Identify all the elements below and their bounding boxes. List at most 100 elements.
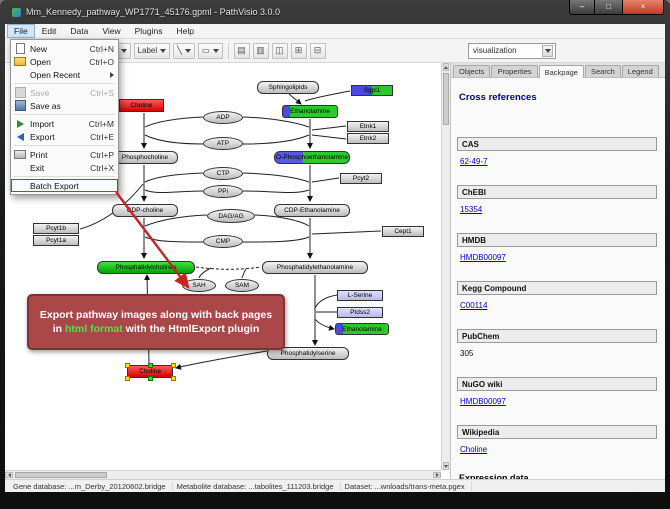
pathway-node-cept1[interactable]: Cept1 (382, 226, 424, 237)
menubar-item-help[interactable]: Help (176, 26, 194, 36)
scroll-down-icon[interactable] (443, 462, 449, 470)
app-icon (12, 7, 21, 17)
pathway-node-ctp[interactable]: CTP (203, 167, 243, 180)
menubar-item-file[interactable]: File (7, 24, 35, 38)
menubar-item-data[interactable]: Data (70, 26, 89, 36)
window-title: Mm_Kennedy_pathway_WP1771_45176.gpml - P… (26, 7, 280, 17)
xref-header-nugo-wiki: NuGO wiki (457, 377, 657, 391)
pathway-node-sgpl1[interactable]: Sgpl1 (351, 85, 393, 96)
scroll-up-icon[interactable] (443, 63, 449, 71)
xref-header-pubchem: PubChem (457, 329, 657, 343)
xref-section-hmdb: HMDB HMDB00097 (457, 233, 657, 265)
xref-header-hmdb: HMDB (457, 233, 657, 247)
pathway-node-cmp[interactable]: CMP (203, 235, 243, 248)
vertical-scroll-thumb[interactable] (443, 73, 449, 125)
align-horizontal-button[interactable]: ▤ (233, 42, 250, 59)
pathway-node-choline[interactable]: Choline (125, 363, 176, 381)
pathway-node-pcyt2[interactable]: Pcyt2 (340, 173, 382, 184)
tab-legend[interactable]: Legend (621, 65, 659, 77)
menubar-item-plugins[interactable]: Plugins (134, 26, 163, 36)
selection-handle[interactable] (125, 363, 130, 368)
xref-value-wikipedia[interactable]: Choline (460, 445, 488, 454)
pathway-node-dag-ag[interactable]: DAG/AG (207, 209, 255, 223)
pathway-node-pcyt1a[interactable]: Pcyt1a (33, 235, 79, 246)
pathway-node-sam[interactable]: SAM (225, 279, 259, 292)
tab-objects[interactable]: Objects (453, 65, 491, 77)
new-label-button[interactable]: Label (133, 42, 171, 59)
new-line-button[interactable]: ╲ (173, 42, 195, 59)
new-shape-button[interactable]: ▭ (197, 42, 223, 59)
scroll-right-icon[interactable] (433, 472, 441, 478)
pathway-node-etnk2[interactable]: Etnk2 (347, 133, 389, 144)
menubar-item-edit[interactable]: Edit (41, 26, 57, 36)
maximize-button[interactable]: □ (595, 0, 622, 15)
minimize-button[interactable]: – (569, 0, 595, 15)
pathway-node-etnk1[interactable]: Etnk1 (347, 121, 389, 132)
selection-handle[interactable] (171, 363, 176, 368)
pathway-node-l-serine[interactable]: L-Serine (337, 290, 383, 301)
xref-header-kegg-compound: Kegg Compound (457, 281, 657, 295)
pathway-node-phosphatidylethanolamine[interactable]: Phosphatidylethanolamine (262, 261, 368, 274)
pathway-node-phosphatidylserine[interactable]: Phosphatidylserine (267, 347, 349, 360)
pathway-node-cdp-choline[interactable]: CDP-choline (112, 204, 178, 217)
xref-value-chebi[interactable]: 15354 (460, 205, 483, 214)
pathway-node-adp[interactable]: ADP (203, 111, 243, 124)
menu-item-shortcut: Ctrl+M (88, 118, 114, 129)
visualization-dropdown-icon[interactable] (542, 44, 553, 57)
xref-value-nugo-wiki[interactable]: HMDB00097 (460, 397, 506, 406)
selection-handle[interactable] (125, 376, 130, 381)
pathway-node-ethanolamine[interactable]: Ethanolamine (335, 323, 389, 335)
submenu-arrow-icon (110, 71, 114, 78)
pathway-node-sah[interactable]: SAH (182, 279, 216, 292)
pathway-node-pcyt1b[interactable]: Pcyt1b (33, 223, 79, 234)
menu-item-shortcut: Ctrl+S (90, 87, 114, 98)
tab-backpage[interactable]: Backpage (538, 65, 584, 78)
pathway-node-cdp-ethanolamine[interactable]: CDP-Ethanolamine (274, 204, 350, 217)
pathway-node-ethanolamine[interactable]: Ethanolamine (282, 105, 338, 118)
visualization-combobox[interactable]: visualization (468, 42, 556, 59)
save-icon (14, 100, 26, 111)
scroll-left-icon[interactable] (5, 472, 13, 478)
xref-value-hmdb[interactable]: HMDB00097 (460, 253, 506, 262)
common-height-button[interactable]: ⊟ (309, 42, 326, 59)
horizontal-scroll-thumb[interactable] (15, 472, 107, 478)
file-menu-item-batch-export[interactable]: Batch Export (11, 179, 118, 192)
resize-handle[interactable] (148, 363, 153, 368)
xref-value-kegg-compound[interactable]: C00114 (460, 301, 488, 310)
common-width-button[interactable]: ⊞ (290, 42, 307, 59)
pathway-node-phosphatidylcholines[interactable]: Phosphatidylcholines (97, 261, 195, 274)
tab-search[interactable]: Search (584, 65, 621, 77)
file-menu-item-save-as[interactable]: Save as (11, 99, 118, 112)
menubar-item-view[interactable]: View (102, 26, 121, 36)
canvas-vertical-scrollbar[interactable] (441, 63, 450, 470)
canvas-horizontal-scrollbar[interactable] (5, 470, 441, 479)
close-button[interactable]: × (622, 0, 664, 15)
pathway-node-o-phosphoethanolamine[interactable]: O-Phosphoethanolamine (274, 151, 350, 164)
pathway-node-atp[interactable]: ATP (203, 137, 243, 150)
align-vertical-button[interactable]: ▥ (252, 42, 269, 59)
titlebar: Mm_Kennedy_pathway_WP1771_45176.gpml - P… (0, 0, 670, 24)
selection-handle[interactable] (171, 376, 176, 381)
xref-value-cas[interactable]: 62-49-7 (460, 157, 488, 166)
alignment-buttons: ▤▥◫⊞⊟ (233, 42, 326, 59)
resize-handle[interactable] (148, 376, 153, 381)
pathway-node-sphingolipids[interactable]: Sphingolipids (257, 81, 319, 94)
menu-item-shortcut: Ctrl+X (90, 162, 114, 173)
tab-properties[interactable]: Properties (491, 65, 538, 77)
file-menu-item-open-recent[interactable]: Open Recent (11, 68, 118, 81)
pathway-node-ppi[interactable]: PPi (203, 185, 243, 198)
pathway-node-phosphocholine[interactable]: Phosphocholine (112, 151, 178, 164)
pathway-node-ptdss2[interactable]: Ptdss2 (337, 307, 383, 318)
status-segment: Metabolite database: ...tabolites_111203… (173, 481, 341, 491)
align-left-button[interactable]: ◫ (271, 42, 288, 59)
pathway-node-choline[interactable]: Choline (119, 99, 164, 112)
